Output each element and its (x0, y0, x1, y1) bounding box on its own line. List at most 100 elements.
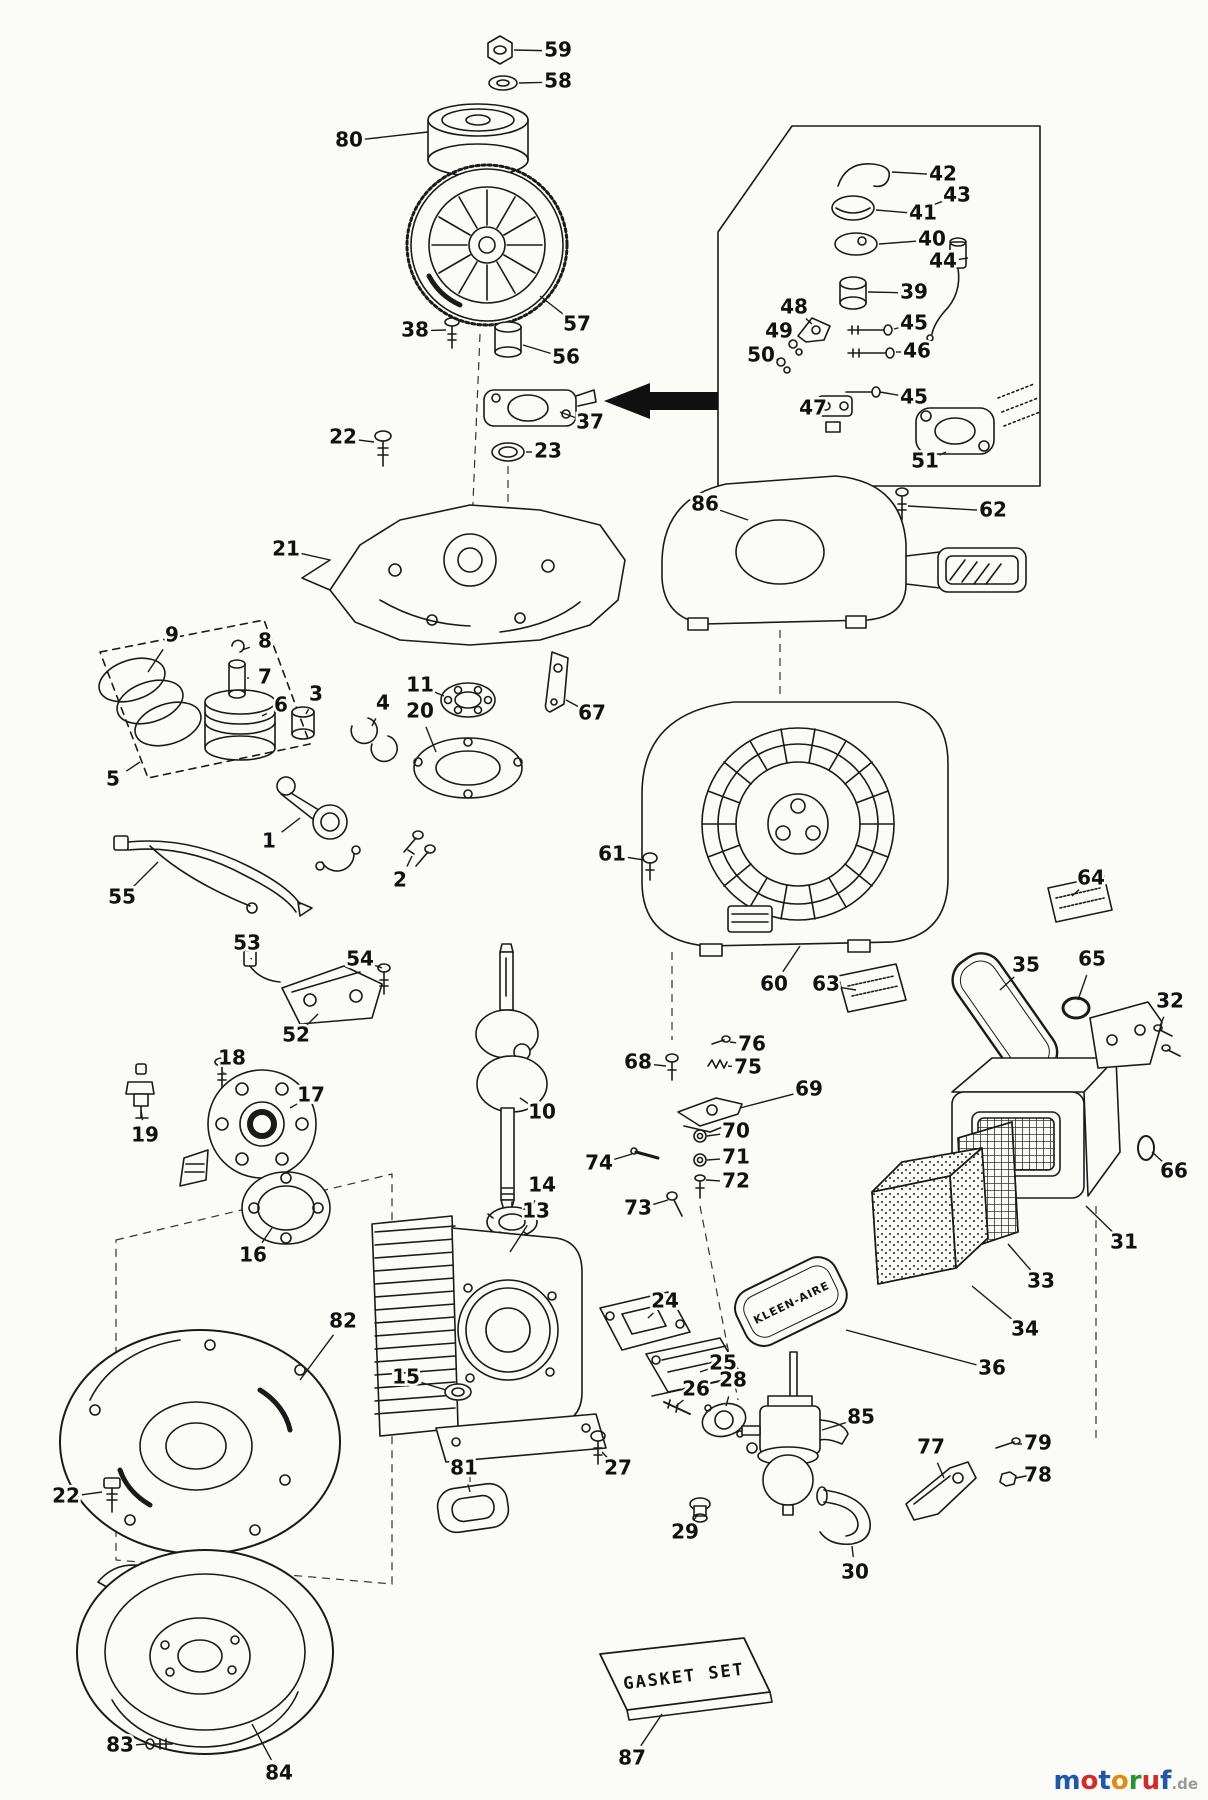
needle-bearings-4 (350, 717, 398, 763)
part-number-label: 40 (918, 227, 946, 251)
screw-61 (642, 852, 658, 881)
part-number-label: 80 (335, 128, 363, 152)
spring-75 (707, 1059, 728, 1069)
connecting-rod-1 (276, 776, 361, 872)
part-number-label: 70 (722, 1119, 750, 1143)
breaker-plate-37 (483, 389, 597, 427)
intake-elbow-30 (816, 1486, 871, 1546)
leader-line (421, 1381, 447, 1391)
leader-line (261, 1227, 273, 1244)
stud-26 (663, 1399, 691, 1415)
leader-line (776, 358, 780, 361)
leader-line (1007, 1243, 1032, 1271)
leader-line (281, 817, 301, 833)
mount-bracket (1089, 1001, 1163, 1069)
filter-foam-34 (871, 1147, 989, 1285)
leader-line (841, 986, 857, 991)
leader-line (705, 1179, 721, 1182)
rod-bolts-2 (403, 830, 436, 867)
part-number-label: 10 (528, 1100, 556, 1124)
leader-line (425, 726, 437, 753)
part-number-label: 63 (812, 972, 840, 996)
wrist-pin-7 (228, 659, 246, 699)
gasket-28 (701, 1402, 747, 1438)
part-number-label: 35 (1012, 953, 1040, 977)
leader-line (522, 344, 551, 355)
part-number-label: 66 (1160, 1159, 1188, 1183)
part-number-label: 5 (106, 767, 120, 791)
cylinder-head-17 (179, 1069, 317, 1187)
washer-58 (488, 75, 518, 91)
air-filter-group: KLEEN-AIRE (734, 1121, 1019, 1347)
base-plate-21 (301, 504, 626, 646)
part-number-label: 18 (218, 1046, 246, 1070)
part-number-label: 38 (401, 318, 429, 342)
part-number-label: 61 (598, 842, 626, 866)
part-number-label: 24 (651, 1289, 679, 1313)
screw-27 (590, 1430, 606, 1465)
part-number-label: 50 (747, 343, 775, 367)
leader-line (147, 648, 164, 673)
leader-line (305, 708, 310, 715)
plate-24 (599, 1291, 691, 1351)
blower-housing-60 (641, 701, 949, 957)
leader-line (821, 1422, 846, 1431)
part-number-label: 25 (709, 1351, 737, 1375)
group-box-5 (99, 619, 311, 779)
screws-32 (1153, 1024, 1181, 1057)
screw-76 (711, 1035, 731, 1045)
part-number-label: 13 (522, 1199, 550, 1223)
leader-line (519, 1097, 530, 1105)
leader-line (539, 295, 565, 316)
leader-line (653, 1199, 669, 1206)
part-number-label: 79 (1024, 1431, 1052, 1455)
carburetor-group (436, 1351, 1027, 1546)
leader-line (739, 1093, 794, 1109)
bracket-77 (905, 1461, 977, 1521)
ball-bearing-11 (440, 682, 496, 718)
leader-line (1151, 1151, 1163, 1162)
part-number-label: 17 (297, 1083, 325, 1107)
leader-line (706, 1133, 721, 1137)
leader-line (81, 1491, 103, 1496)
screw-45a (847, 324, 893, 336)
leader-line (518, 81, 543, 84)
leader-line (999, 976, 1015, 991)
piston-6 (204, 689, 276, 761)
leader-line (936, 1462, 945, 1479)
screw-79 (995, 1437, 1021, 1449)
leader-line (1077, 974, 1088, 1001)
screw-22-bottom (103, 1477, 121, 1513)
part-number-label: 71 (722, 1145, 750, 1169)
cylinder-head-group (125, 1057, 331, 1245)
washers-49 (788, 339, 803, 356)
leader-line (647, 1312, 654, 1319)
starter-cup-80 (427, 103, 529, 177)
head-gasket-16 (241, 1171, 331, 1245)
blower-pan-84 (76, 1549, 334, 1755)
leader-line (509, 1225, 528, 1253)
part-number-label: 73 (624, 1196, 652, 1220)
flywheel-fins (431, 189, 543, 301)
leader-line (527, 1199, 536, 1215)
leader-line (878, 240, 917, 245)
part-number-label: 72 (722, 1169, 750, 1193)
part-number-label: 15 (392, 1365, 420, 1389)
part-number-label: 83 (106, 1733, 134, 1757)
part-number-label: 69 (795, 1077, 823, 1101)
part-number-label: 76 (738, 1032, 766, 1056)
pointer-arrow (604, 383, 718, 419)
leader-line (261, 712, 268, 717)
exhaust-plates (599, 1291, 747, 1438)
part-number-label: 7 (258, 665, 272, 689)
leader-line (301, 552, 331, 561)
part-number-label: 36 (978, 1356, 1006, 1380)
part-number-label: 55 (108, 885, 136, 909)
leader-line (971, 1285, 1014, 1321)
gasket-20 (413, 737, 523, 799)
spark-plug-19 (125, 1063, 155, 1119)
spacer-cup-56 (494, 321, 522, 358)
part-number-label: 30 (841, 1560, 869, 1584)
part-number-label: 84 (265, 1761, 293, 1785)
